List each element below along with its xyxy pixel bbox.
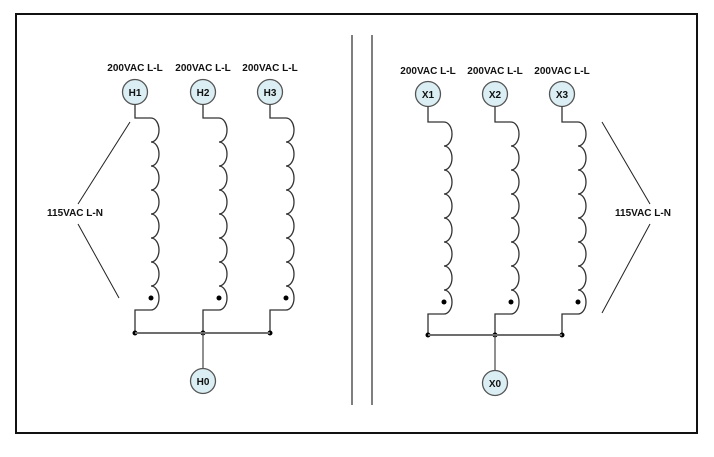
secondary-x2-polarity-dot: [508, 299, 514, 305]
secondary-bracket-upper: [601, 121, 651, 205]
primary-bracket-upper: [77, 121, 131, 205]
primary-h2-terminal-label: H2: [197, 88, 210, 99]
primary-h3-voltage: 200VAC L-L: [242, 63, 297, 74]
primary-phase-label: 115VAC L-N: [47, 208, 103, 219]
primary-neutral-terminal: [189, 367, 217, 395]
secondary-neutral-label: X0: [489, 379, 502, 390]
diagram-border: [15, 13, 698, 434]
secondary-phase-label: 115VAC L-N: [615, 208, 671, 219]
secondary-x1-voltage: 200VAC L-L: [400, 66, 455, 77]
secondary-neutral-terminal: [481, 369, 509, 397]
secondary-x2-terminal-label: X2: [489, 90, 502, 101]
primary-h2-voltage: 200VAC L-L: [175, 63, 230, 74]
secondary-x1-coil: [427, 106, 453, 335]
primary-h3-polarity-dot: [283, 295, 289, 301]
secondary-x3-voltage: 200VAC L-L: [534, 66, 589, 77]
secondary-x3-coil: [561, 106, 587, 335]
secondary-bracket-lower: [601, 223, 651, 314]
primary-h2-polarity-dot: [216, 295, 222, 301]
primary-h1-coil: [134, 104, 160, 333]
primary-neutral-label: H0: [197, 377, 210, 388]
secondary-x1-polarity-dot: [441, 299, 447, 305]
primary-bracket-lower: [77, 223, 120, 299]
secondary-x2-coil: [494, 106, 520, 335]
secondary-x3-terminal-label: X3: [556, 90, 569, 101]
primary-h1-voltage: 200VAC L-L: [107, 63, 162, 74]
primary-h1-polarity-dot: [148, 295, 154, 301]
secondary-x2-voltage: 200VAC L-L: [467, 66, 522, 77]
primary-h2-coil: [202, 104, 228, 333]
primary-h3-coil: [269, 104, 295, 333]
secondary-x1-terminal-label: X1: [422, 90, 435, 101]
secondary-x3-polarity-dot: [575, 299, 581, 305]
primary-h1-terminal-label: H1: [129, 88, 142, 99]
primary-h3-terminal-label: H3: [264, 88, 277, 99]
